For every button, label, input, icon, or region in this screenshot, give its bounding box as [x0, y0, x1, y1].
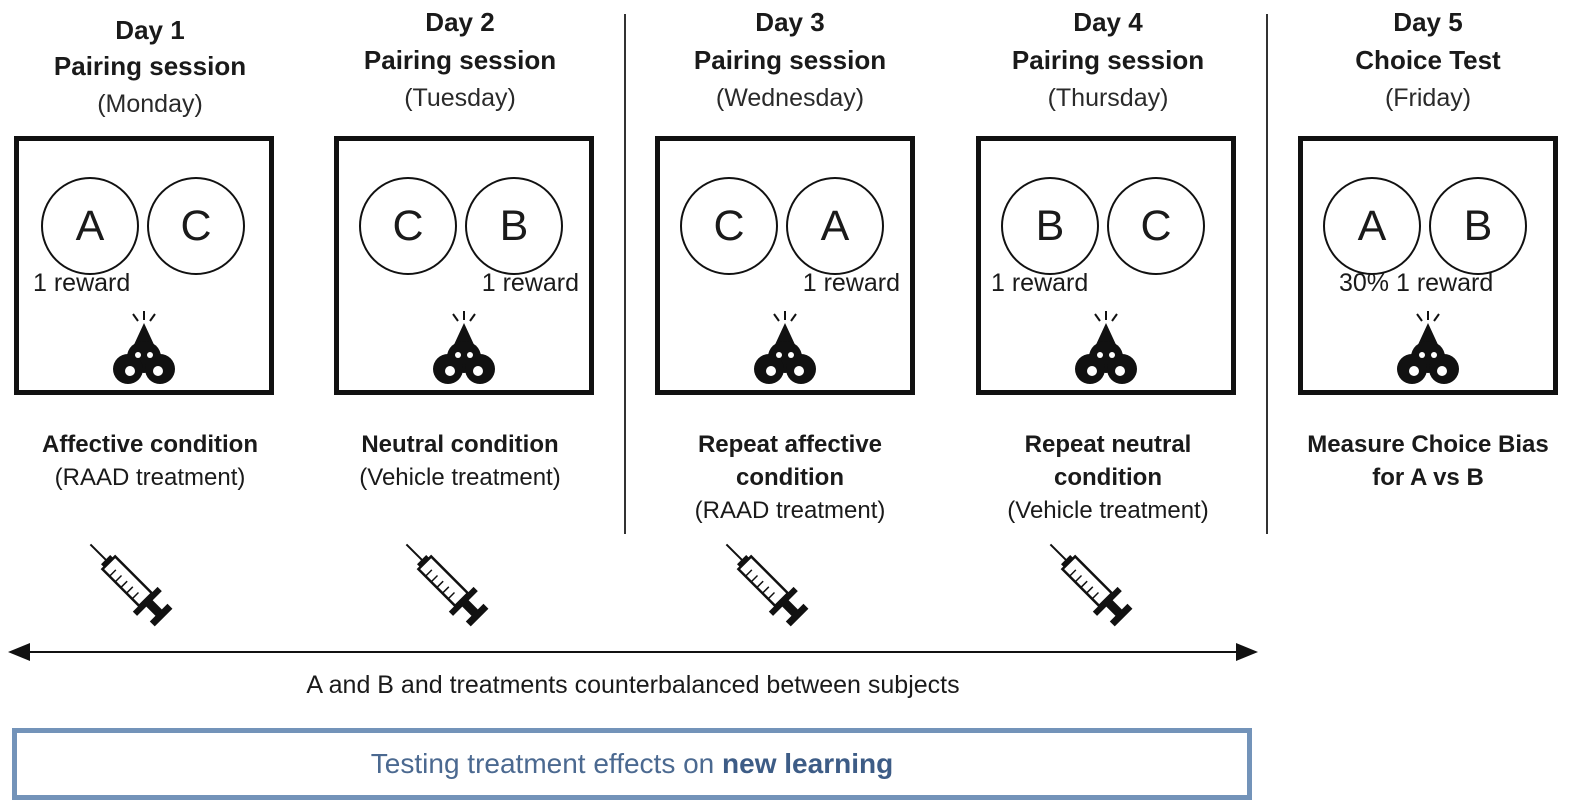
day-2-weekday: (Tuesday) — [404, 84, 516, 112]
day-5-condition: Measure Choice Bias for A vs B — [1278, 428, 1578, 494]
summary-box: Testing treatment effects on new learnin… — [12, 728, 1252, 800]
syringe-icon — [89, 543, 173, 627]
mouse-icon — [433, 311, 495, 384]
day-2-right-object: B — [465, 177, 563, 275]
day-2-condition: Neutral condition (Vehicle treatment) — [310, 428, 610, 494]
day-4-treatment: (Vehicle treatment) — [1007, 497, 1209, 524]
day-4-arena: B C 1 reward — [976, 136, 1236, 395]
day-5-title: Day 5 — [1393, 7, 1463, 37]
day-2-session: Pairing session — [363, 45, 557, 75]
day-4-condition-name: Repeat neutral — [1024, 431, 1192, 458]
day-5-right-object: B — [1429, 177, 1527, 275]
day-3-reward-label: 1 reward — [802, 269, 900, 297]
day-4-reward-label: 1 reward — [991, 269, 1089, 297]
day-5-condition-name: Measure Choice Bias — [1307, 431, 1549, 458]
divider-line — [1266, 14, 1268, 534]
day-4-right-object: C — [1107, 177, 1205, 275]
day-2-reward-label: 1 reward — [481, 269, 579, 297]
day-4-weekday: (Thursday) — [1047, 84, 1169, 112]
day-5-arena: A B 30% 1 reward — [1298, 136, 1558, 395]
day-3-condition: Repeat affective condition (RAAD treatme… — [632, 428, 948, 527]
syringe-icon — [405, 543, 489, 627]
mouse-icon — [1075, 311, 1137, 384]
day-3-right-object: A — [786, 177, 884, 275]
day-5-left-object: A — [1323, 177, 1421, 275]
day-4-condition: Repeat neutral condition (Vehicle treatm… — [950, 428, 1266, 527]
mouse-icon — [1397, 311, 1459, 384]
mouse-icon — [754, 311, 816, 384]
day-4-condition-name-line2: condition — [1054, 464, 1162, 491]
day-1-condition: Affective condition (RAAD treatment) — [0, 428, 300, 494]
day-2-condition-name: Neutral condition — [361, 431, 559, 458]
day-2-treatment: (Vehicle treatment) — [359, 464, 561, 491]
day-3-condition-name-line2: condition — [736, 464, 844, 491]
day-3-arena: C A 1 reward — [655, 136, 915, 395]
counterbalance-note: A and B and treatments counterbalanced b… — [306, 671, 960, 699]
day-1-right-object: C — [147, 177, 245, 275]
day-3-title: Day 3 — [755, 7, 825, 37]
day-2-arena: C B 1 reward — [334, 136, 594, 395]
mouse-icon — [113, 311, 175, 384]
day-1-session: Pairing session — [53, 51, 247, 81]
day-5-reward-label: 30% 1 reward — [1339, 269, 1494, 297]
day-1-title: Day 1 — [115, 15, 185, 45]
day-1-treatment: (RAAD treatment) — [54, 464, 246, 491]
day-3-left-object: C — [680, 177, 778, 275]
day-5-weekday: (Friday) — [1384, 84, 1472, 112]
divider-line — [624, 14, 626, 534]
day-3-weekday: (Wednesday) — [715, 84, 865, 112]
syringe-icon — [725, 543, 809, 627]
syringe-icon — [1049, 543, 1133, 627]
day-1-left-object: A — [41, 177, 139, 275]
day-5-session: Choice Test — [1355, 45, 1501, 75]
day-4-title: Day 4 — [1073, 7, 1143, 37]
day-1-condition-name: Affective condition — [41, 431, 258, 458]
day-3-condition-name: Repeat affective — [697, 431, 883, 458]
summary-emphasis: new learning — [722, 748, 894, 779]
day-1-weekday: (Monday) — [97, 90, 203, 118]
day-3-treatment: (RAAD treatment) — [694, 497, 886, 524]
day-5-condition-name-line2: for A vs B — [1372, 464, 1484, 491]
day-2-title: Day 2 — [425, 7, 495, 37]
summary-text: Testing treatment effects on — [370, 748, 723, 779]
day-4-left-object: B — [1001, 177, 1099, 275]
day-1-arena: A C 1 reward — [14, 136, 274, 395]
day-1-reward-label: 1 reward — [33, 269, 131, 297]
day-2-left-object: C — [359, 177, 457, 275]
day-4-session: Pairing session — [1011, 45, 1205, 75]
double-arrow-icon — [8, 643, 1258, 661]
day-3-session: Pairing session — [693, 45, 887, 75]
